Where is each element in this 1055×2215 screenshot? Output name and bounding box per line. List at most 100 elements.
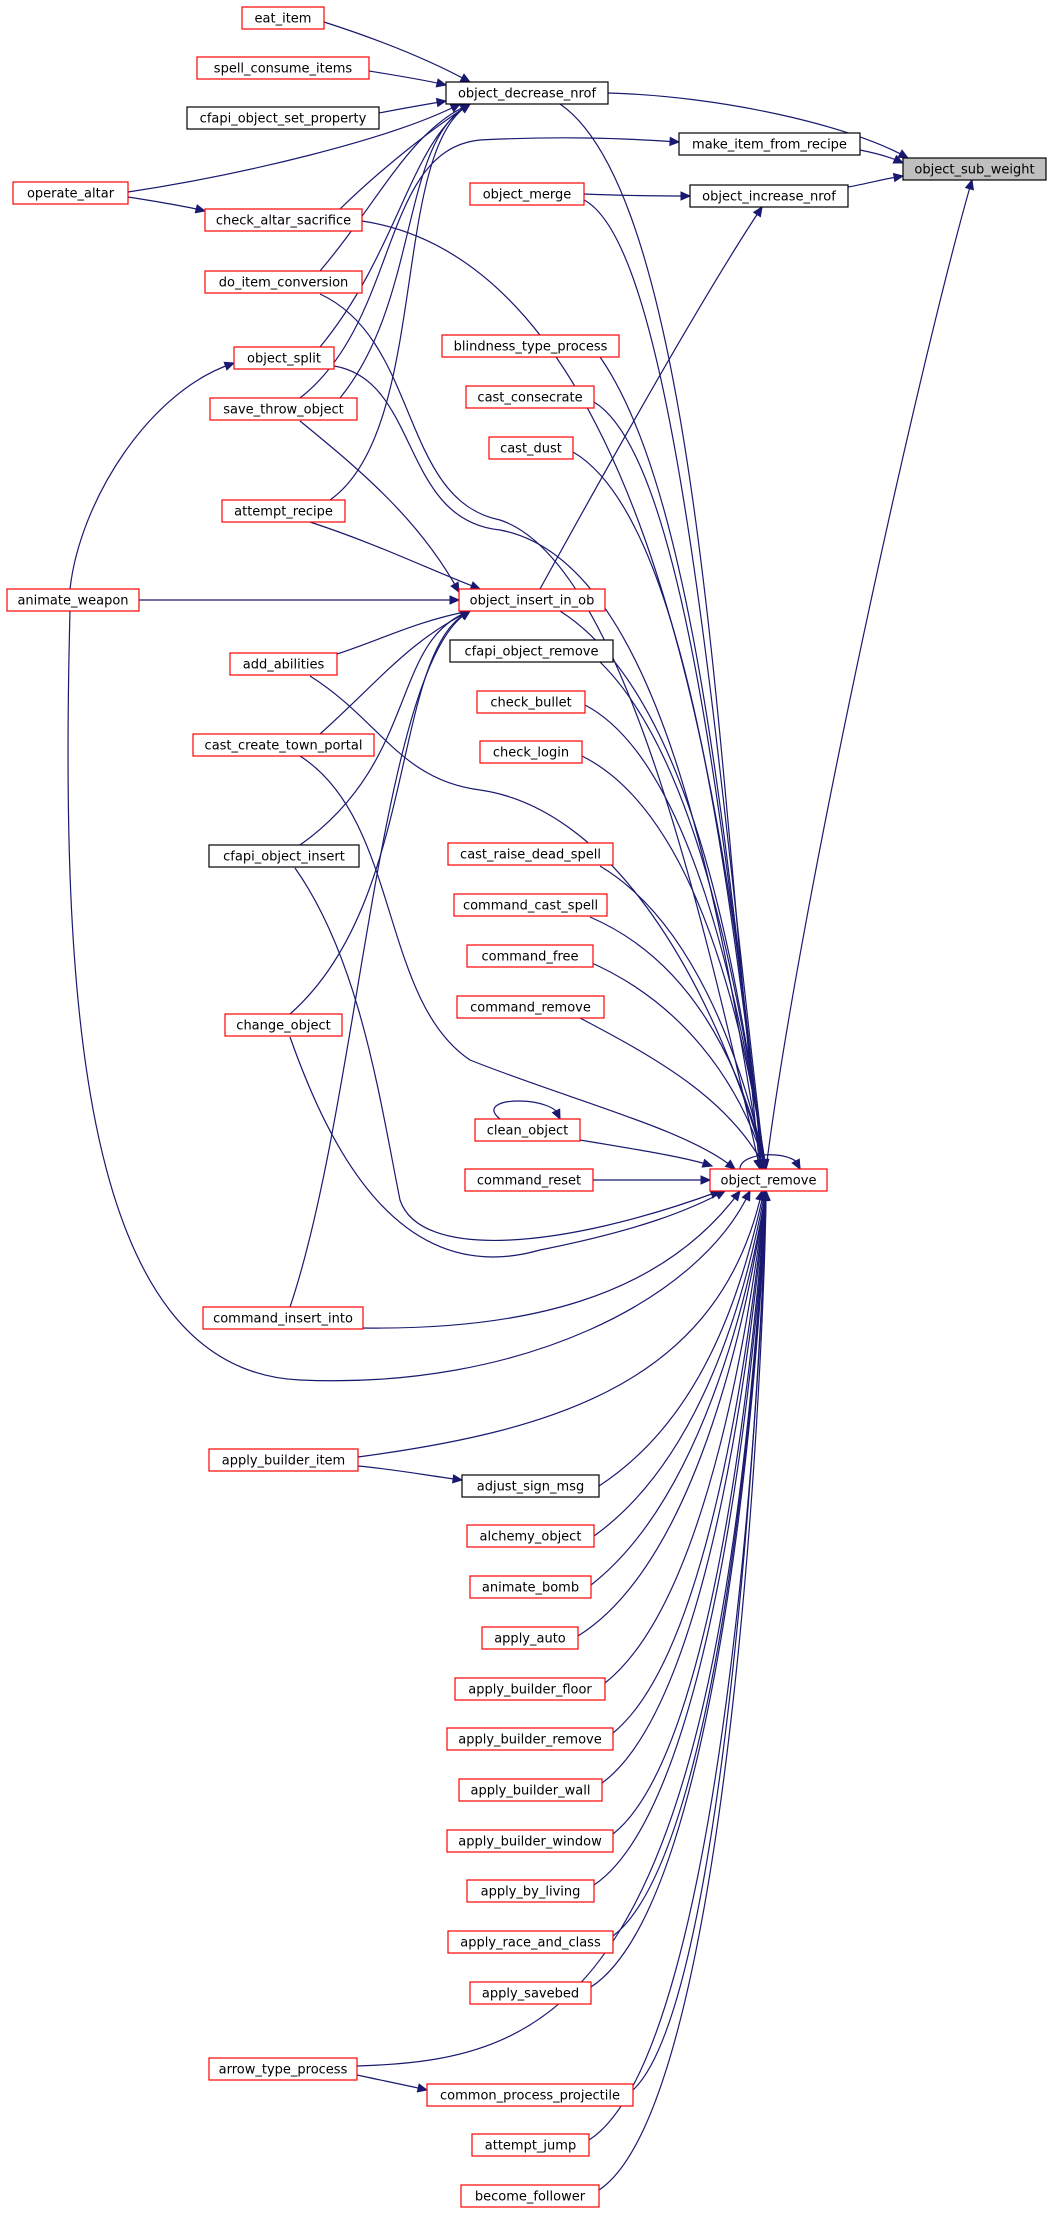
- node-label: command_remove: [470, 1001, 591, 1016]
- node-label: eat_item: [255, 12, 312, 27]
- node-command-free[interactable]: command_free: [466, 944, 594, 968]
- node-add-abilities[interactable]: add_abilities: [229, 652, 338, 676]
- edge-command_free-to-object_remove: [584, 959, 768, 1171]
- edge-arrowhead: [897, 149, 910, 159]
- node-apply-auto[interactable]: apply_auto: [481, 1626, 579, 1650]
- edge-arrowhead: [791, 1158, 801, 1171]
- node-label: cfapi_object_set_property: [200, 112, 367, 127]
- node-object-split[interactable]: object_split: [233, 346, 335, 370]
- edge-arrowhead: [449, 595, 461, 605]
- node-box: [186, 106, 380, 130]
- node-cfapi-object-remove[interactable]: cfapi_object_remove: [449, 639, 614, 663]
- node-cfapi-object-insert[interactable]: cfapi_object_insert: [208, 844, 360, 868]
- node-label: cfapi_object_insert: [223, 850, 345, 865]
- node-box: [466, 944, 594, 968]
- node-box: [458, 1778, 603, 1802]
- node-command-insert-into[interactable]: command_insert_into: [202, 1306, 364, 1330]
- node-do-item-conversion[interactable]: do_item_conversion: [204, 270, 363, 294]
- edge-line: [612, 1190, 767, 1835]
- node-object-increase-nrof[interactable]: object_increase_nrof: [689, 184, 849, 208]
- edge-line: [493, 1100, 561, 1120]
- node-object-merge[interactable]: object_merge: [469, 182, 585, 206]
- edge-line: [299, 420, 460, 593]
- node-apply-builder-remove[interactable]: apply_builder_remove: [446, 1727, 614, 1751]
- node-attempt-recipe[interactable]: attempt_recipe: [221, 499, 346, 523]
- node-spell-consume-items[interactable]: spell_consume_items: [196, 56, 370, 80]
- node-cast-raise-dead-spell[interactable]: cast_raise_dead_spell: [447, 842, 614, 866]
- edge-line: [584, 959, 767, 1170]
- node-label: cfapi_object_remove: [465, 645, 599, 660]
- node-make-item-from-recipe[interactable]: make_item_from_recipe: [678, 132, 861, 156]
- edge-arrowhead: [435, 97, 448, 108]
- node-animate-bomb[interactable]: animate_bomb: [469, 1575, 592, 1599]
- edge-line: [357, 1465, 463, 1481]
- node-object-insert-in-ob[interactable]: object_insert_in_ob: [458, 588, 606, 612]
- node-check-altar-sacrifice[interactable]: check_altar_sacrifice: [204, 208, 363, 232]
- edge-attempt_jump-to-object_remove: [588, 1189, 771, 2141]
- node-save-throw-object[interactable]: save_throw_object: [209, 397, 358, 421]
- node-cast-dust[interactable]: cast_dust: [488, 436, 574, 460]
- edge-line: [323, 21, 471, 83]
- node-label: cast_consecrate: [477, 391, 582, 406]
- node-cast-create-town-portal[interactable]: cast_create_town_portal: [192, 733, 375, 757]
- edge-arrowhead: [669, 136, 681, 147]
- edge-animate_weapon-to-object_insert_in_ob: [138, 595, 461, 605]
- node-label: cast_dust: [500, 442, 562, 457]
- node-box: [192, 733, 375, 757]
- edge-line: [604, 1190, 767, 1684]
- node-label: apply_race_and_class: [460, 1936, 601, 1951]
- edge-make_item_from_recipe-to-object_sub_weight: [859, 149, 905, 164]
- edge-apply_savebed-to-object_remove: [590, 1189, 771, 1988]
- node-arrow-type-process[interactable]: arrow_type_process: [208, 2057, 358, 2081]
- node-command-reset[interactable]: command_reset: [464, 1168, 594, 1192]
- node-clean-object[interactable]: clean_object: [474, 1118, 581, 1142]
- node-box: [469, 182, 585, 206]
- node-label: alchemy_object: [480, 1530, 582, 1545]
- node-apply-builder-floor[interactable]: apply_builder_floor: [454, 1677, 606, 1701]
- node-cfapi-object-set-property[interactable]: cfapi_object_set_property: [186, 106, 380, 130]
- node-check-bullet[interactable]: check_bullet: [476, 690, 586, 714]
- edge-apply_builder_item-to-object_remove: [357, 1189, 765, 1458]
- edge-arrowhead: [459, 610, 472, 621]
- node-become-follower[interactable]: become_follower: [460, 2184, 600, 2208]
- edge-arrowhead: [757, 1158, 767, 1171]
- edge-arrowhead: [452, 1474, 464, 1484]
- node-common-process-projectile[interactable]: common_process_projectile: [426, 2083, 634, 2107]
- node-object-remove[interactable]: object_remove: [709, 1168, 828, 1192]
- node-label: animate_bomb: [482, 1581, 579, 1596]
- node-operate-altar[interactable]: operate_altar: [12, 181, 129, 205]
- node-change-object[interactable]: change_object: [224, 1013, 343, 1037]
- edge-line: [127, 196, 206, 212]
- node-blindness-type-process[interactable]: blindness_type_process: [441, 334, 620, 358]
- node-attempt-jump[interactable]: attempt_jump: [471, 2133, 590, 2157]
- edge-arrowhead: [724, 1159, 736, 1170]
- node-box: [447, 842, 614, 866]
- edge-cfapi_object_insert-to-object_insert_in_ob: [299, 610, 472, 846]
- node-apply-race-and-class[interactable]: apply_race_and_class: [447, 1930, 614, 1954]
- node-object-decrease-nrof[interactable]: object_decrease_nrof: [445, 81, 609, 105]
- edge-line: [299, 610, 471, 846]
- node-command-cast-spell[interactable]: command_cast_spell: [453, 893, 608, 917]
- node-check-login[interactable]: check_login: [479, 740, 583, 764]
- node-box: [709, 1168, 828, 1192]
- node-label: animate_weapon: [17, 594, 128, 609]
- node-apply-savebed[interactable]: apply_savebed: [469, 1981, 592, 2005]
- node-alchemy-object[interactable]: alchemy_object: [466, 1524, 595, 1548]
- node-adjust-sign-msg[interactable]: adjust_sign_msg: [461, 1474, 600, 1498]
- node-box: [202, 1306, 364, 1330]
- node-animate-weapon[interactable]: animate_weapon: [6, 588, 140, 612]
- edge-line: [593, 1190, 766, 1537]
- node-eat-item[interactable]: eat_item: [241, 6, 325, 30]
- edge-save_throw_object-to-object_insert_in_ob: [299, 420, 460, 594]
- edge-line: [319, 610, 471, 735]
- node-apply-builder-item[interactable]: apply_builder_item: [208, 1448, 359, 1472]
- node-command-remove[interactable]: command_remove: [456, 995, 605, 1019]
- edge-operate_altar-to-check_altar_sacrifice: [127, 196, 207, 214]
- node-apply-builder-window[interactable]: apply_builder_window: [446, 1829, 614, 1853]
- edge-line: [356, 2074, 428, 2091]
- node-apply-by-living[interactable]: apply_by_living: [466, 1879, 595, 1903]
- node-object-sub-weight[interactable]: object_sub_weight: [902, 157, 1047, 181]
- node-apply-builder-wall[interactable]: apply_builder_wall: [458, 1778, 603, 1802]
- edge-cfapi_object_set_property-to-object_decrease_nrof: [378, 97, 448, 114]
- node-cast-consecrate[interactable]: cast_consecrate: [465, 385, 595, 409]
